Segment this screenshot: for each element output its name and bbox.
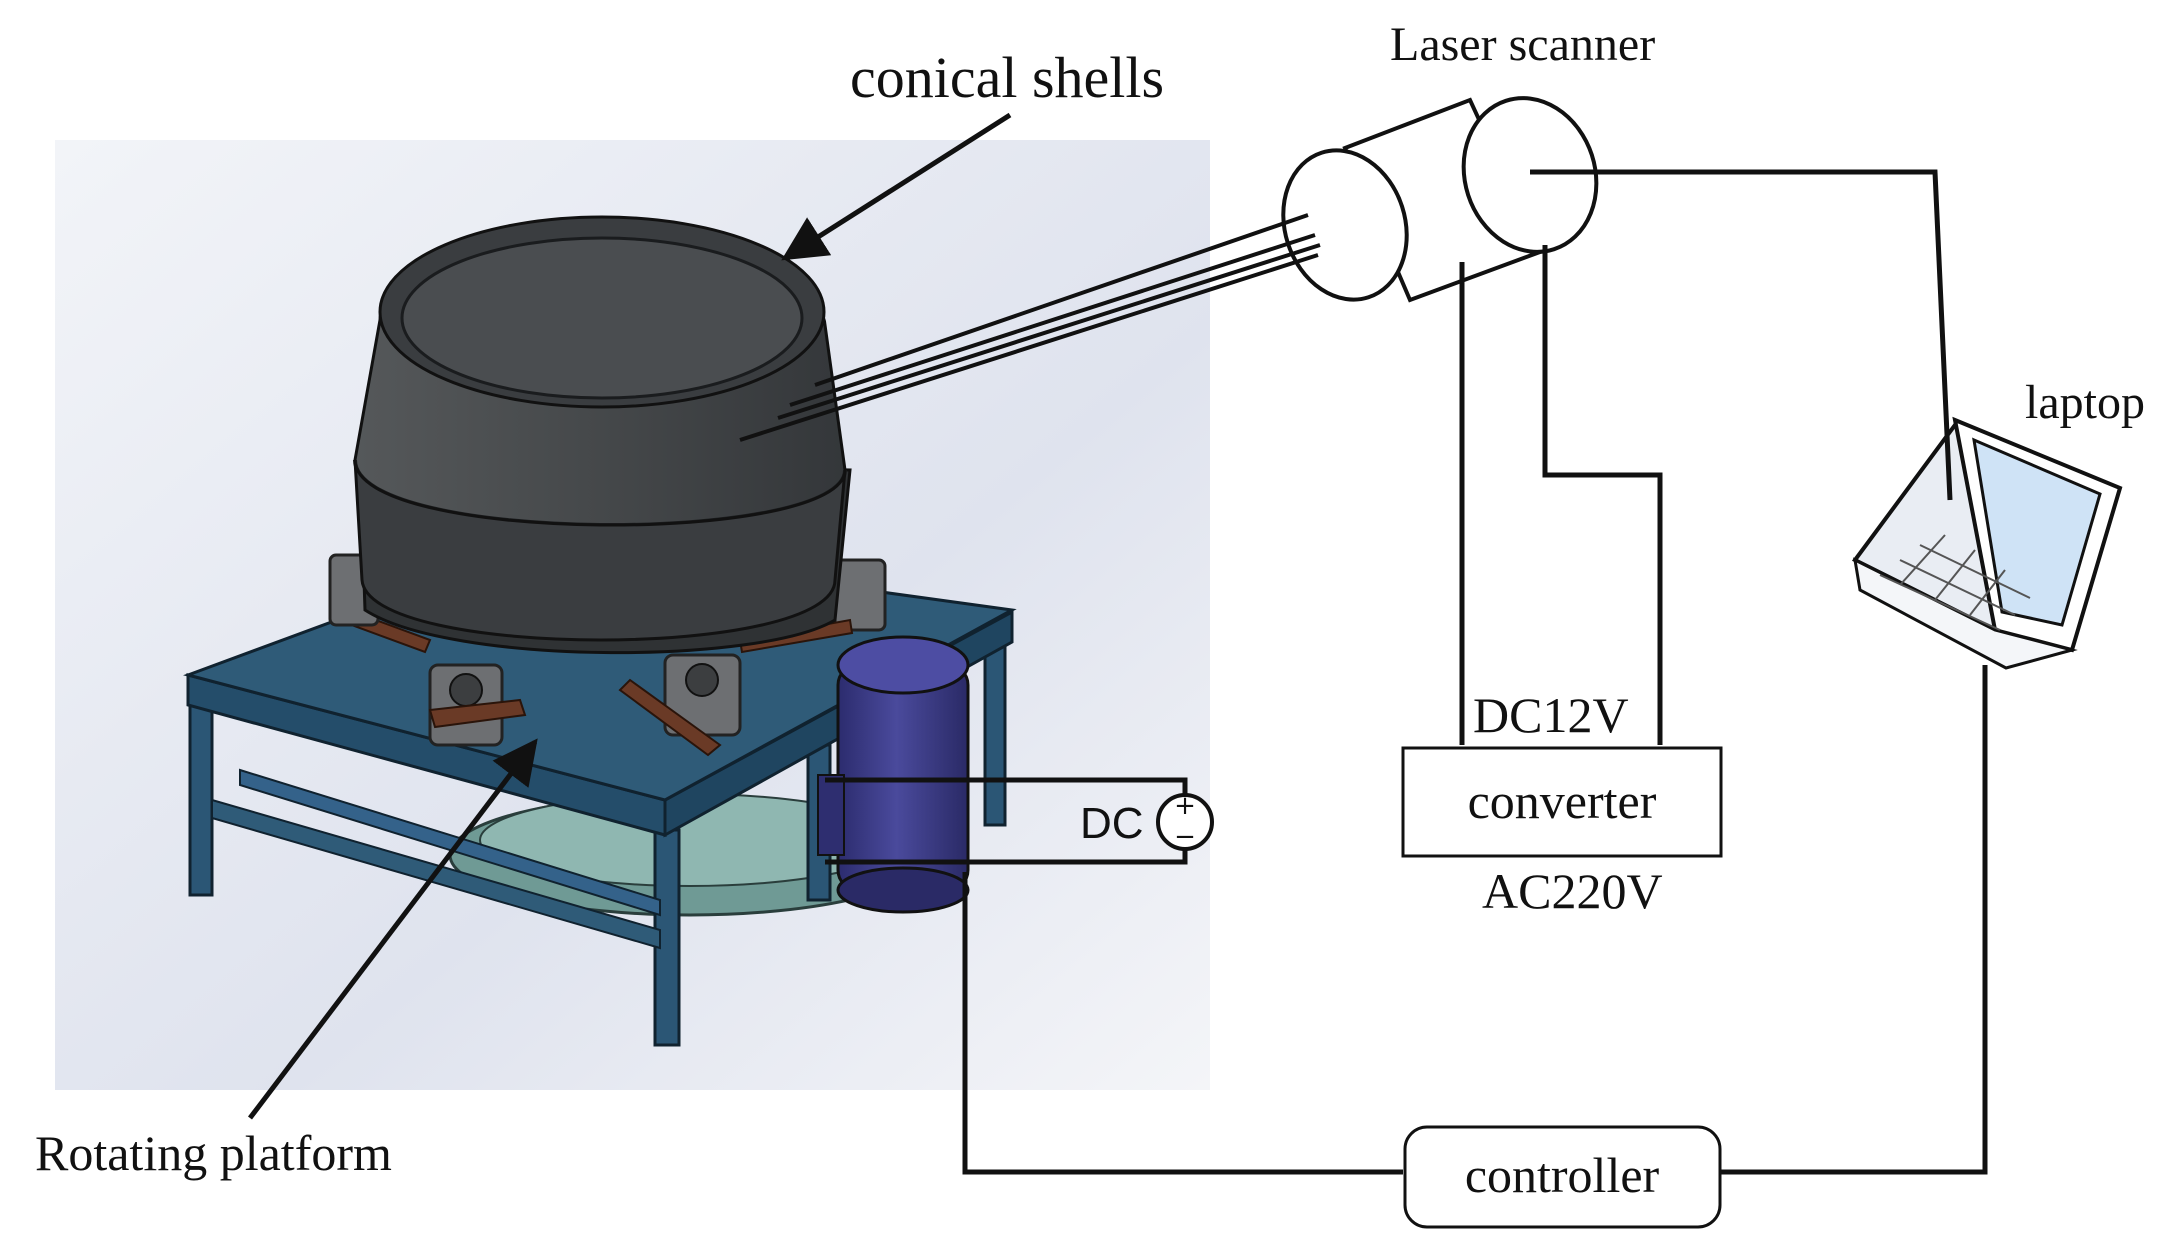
label-laser-scanner: Laser scanner: [1390, 18, 1655, 71]
arrow-to-platform: [248, 738, 538, 1120]
annotation-arrows: [248, 112, 1012, 1120]
table-leg: [188, 698, 214, 897]
arrow-to-shell: [781, 112, 1012, 261]
label-conical-shells: conical shells: [850, 45, 1164, 110]
wiring: [825, 169, 1988, 1175]
label-laptop: laptop: [2025, 376, 2145, 429]
motor-icon: [817, 635, 970, 914]
laser-scanner-icon: [1281, 96, 1599, 303]
laser-beams: [739, 213, 1321, 442]
roller-supports: [328, 553, 887, 757]
table-leg: [983, 638, 1007, 827]
converter-box: [1401, 746, 1723, 858]
label-ac220v: AC220V: [1482, 863, 1663, 919]
label-dc: DC: [1080, 799, 1144, 848]
label-dc12v: DC12V: [1473, 687, 1629, 743]
label-controller: controller: [1465, 1147, 1660, 1203]
conical-shell-icon: [353, 215, 852, 655]
label-rotating-platform: Rotating platform: [35, 1125, 392, 1181]
label-converter: converter: [1468, 773, 1657, 829]
controller-box: [1403, 1125, 1722, 1229]
dc-plus-sign: +: [1174, 791, 1196, 821]
laptop-icon: [1851, 416, 2123, 670]
dc-source-icon: + −: [1156, 791, 1214, 852]
dc-minus-sign: −: [1174, 822, 1196, 852]
